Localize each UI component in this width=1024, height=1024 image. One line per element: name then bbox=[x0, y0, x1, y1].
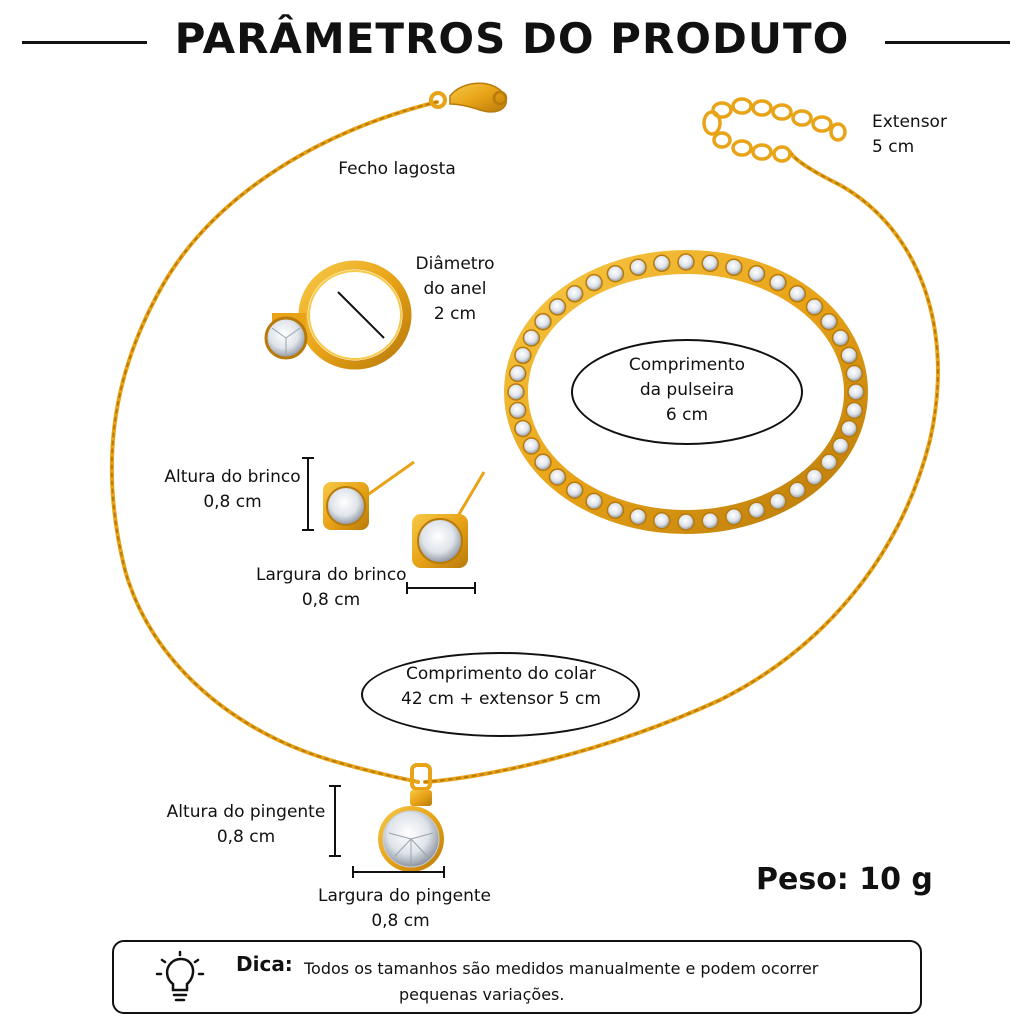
earring-left bbox=[323, 460, 415, 530]
tennis-bracelet bbox=[504, 250, 868, 534]
bracelet-stone bbox=[747, 264, 766, 283]
tip-text: Todos os tamanhos são medidos manualment… bbox=[304, 959, 819, 1004]
bracelet-stone bbox=[507, 383, 525, 401]
bracelet-stone bbox=[805, 298, 824, 316]
lobster-clasp bbox=[429, 82, 508, 113]
bracelet-stone bbox=[747, 501, 766, 520]
bracelet-stone bbox=[629, 258, 647, 277]
weight-label: Peso: 10 g bbox=[756, 862, 933, 897]
bracelet-stone bbox=[725, 258, 743, 277]
earring-height-label: Altura do brinco 0,8 cm bbox=[164, 467, 301, 512]
bracelet-stone bbox=[629, 507, 647, 526]
bracelet-stone bbox=[769, 492, 787, 511]
bracelet-stone bbox=[508, 401, 527, 420]
extender-chain bbox=[702, 97, 847, 163]
bracelet-stone bbox=[606, 501, 625, 520]
title-rule-left bbox=[22, 41, 147, 44]
bracelet-stone bbox=[565, 481, 584, 499]
bracelet-stone bbox=[653, 254, 671, 273]
clasp-label: Fecho lagosta bbox=[338, 159, 456, 179]
bracelet-stone bbox=[840, 346, 858, 365]
bracelet-stone bbox=[845, 364, 864, 383]
bracelet-stone bbox=[769, 273, 787, 292]
bracelet-stone bbox=[840, 419, 858, 438]
bracelet-stone bbox=[514, 419, 532, 438]
bracelet-stone bbox=[831, 437, 850, 455]
bracelet-stone bbox=[548, 298, 567, 316]
pendant-height-label: Altura do pingente 0,8 cm bbox=[166, 802, 326, 847]
bracelet-stone bbox=[805, 468, 824, 486]
title-rule-right bbox=[885, 41, 1010, 44]
bracelet-stone bbox=[522, 329, 541, 347]
tip-label: Dica: bbox=[236, 952, 293, 976]
bracelet-stone bbox=[585, 273, 603, 292]
bracelet-stone bbox=[701, 254, 719, 273]
pendant-width-label: Largura do pingente 0,8 cm bbox=[318, 886, 491, 931]
bracelet-stone bbox=[788, 285, 807, 303]
bracelet-stone bbox=[565, 285, 584, 303]
earring-height-marker bbox=[302, 457, 314, 531]
pendant-width-marker bbox=[352, 866, 445, 878]
bracelet-stone bbox=[820, 312, 838, 331]
ring-diameter-label: Diâmetro do anel 2 cm bbox=[415, 254, 495, 324]
extender-label: Extensor 5 cm bbox=[872, 112, 947, 157]
bracelet-stone bbox=[522, 437, 541, 455]
bracelet-stone bbox=[585, 492, 603, 511]
bracelet-stone bbox=[534, 312, 552, 331]
tip-box: Dica: Todos os tamanhos são medidos manu… bbox=[112, 940, 922, 1014]
bracelet-stone bbox=[831, 329, 850, 347]
necklace-chain bbox=[109, 100, 940, 784]
bracelet-stone bbox=[725, 507, 743, 526]
bracelet-stone bbox=[606, 264, 625, 283]
bracelet-stone bbox=[701, 511, 719, 530]
bracelet-stone bbox=[653, 511, 671, 530]
bracelet-stone bbox=[677, 253, 695, 271]
earring-width-label: Largura do brinco 0,8 cm bbox=[256, 565, 407, 610]
title-row: PARÂMETROS DO PRODUTO bbox=[0, 8, 1024, 68]
pendant-height-marker bbox=[329, 785, 341, 857]
bracelet-stone bbox=[508, 364, 527, 383]
bracelet-stone bbox=[788, 481, 807, 499]
earring-right bbox=[412, 471, 486, 568]
lightbulb-icon bbox=[155, 950, 205, 1002]
necklace-length-label: Comprimento do colar 42 cm + extensor 5 … bbox=[401, 664, 601, 709]
necklace-length-oval bbox=[361, 652, 640, 737]
bracelet-stone bbox=[514, 346, 532, 365]
bracelet-stone bbox=[847, 383, 865, 401]
bracelet-stone bbox=[548, 468, 567, 486]
ring bbox=[264, 260, 412, 370]
page-title: PARÂMETROS DO PRODUTO bbox=[174, 14, 850, 63]
bracelet-length-oval bbox=[571, 339, 803, 445]
earring-width-marker bbox=[406, 582, 476, 594]
bracelet-stone bbox=[845, 401, 864, 420]
bracelet-stone bbox=[534, 453, 552, 472]
bracelet-length-label: Comprimento da pulseira 6 cm bbox=[628, 355, 746, 425]
bracelet-stone bbox=[677, 513, 695, 531]
pendant bbox=[378, 763, 444, 872]
bracelet-stone bbox=[820, 453, 838, 472]
